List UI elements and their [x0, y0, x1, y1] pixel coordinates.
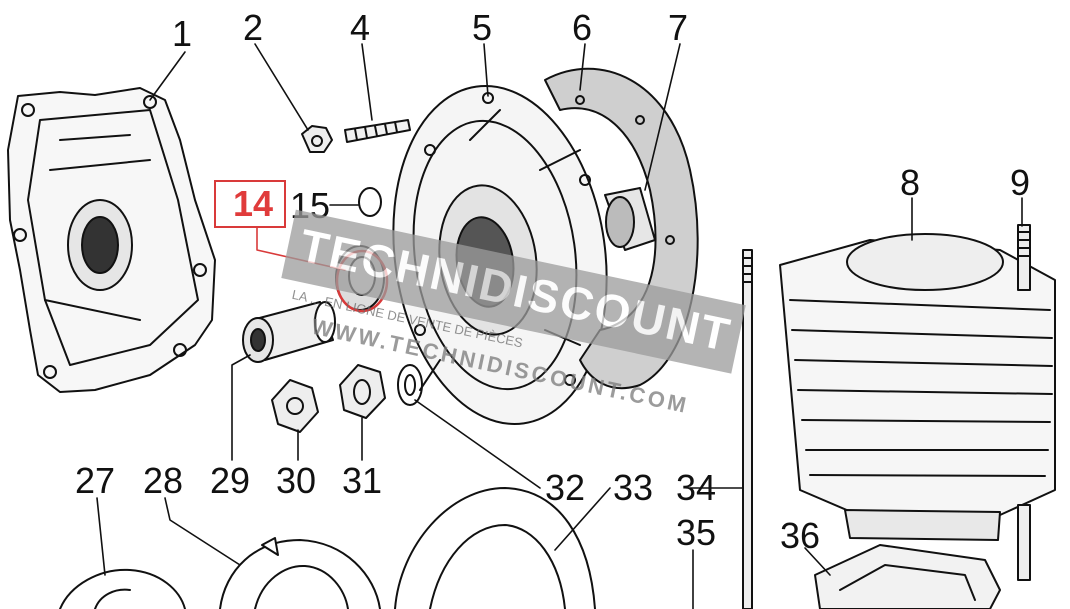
label-33: 33 [613, 467, 654, 508]
label-14-highlighted: 14 [233, 183, 274, 224]
label-32: 32 [545, 467, 586, 508]
part-7-bearing [604, 187, 656, 251]
part-34-long-stud [742, 249, 753, 609]
part-33-housing [394, 487, 596, 609]
label-36: 36 [780, 515, 821, 556]
label-5: 5 [472, 7, 493, 48]
label-9: 9 [1010, 162, 1031, 203]
label-6: 6 [572, 7, 593, 48]
label-2: 2 [243, 7, 264, 48]
label-29: 29 [210, 460, 251, 501]
part-4-stud [344, 119, 411, 143]
label-31: 31 [342, 460, 383, 501]
label-1: 1 [172, 13, 193, 54]
leader-lines [96, 43, 1023, 609]
part-31-hex-nut [339, 364, 386, 419]
part-36-base-gasket [814, 544, 1001, 609]
label-8: 8 [900, 162, 921, 203]
label-7: 7 [668, 7, 689, 48]
label-28: 28 [143, 460, 184, 501]
part-15-o-ring [358, 187, 382, 217]
label-34: 34 [676, 467, 717, 508]
part-32-washer [397, 364, 423, 406]
part-27-casing [59, 568, 186, 609]
highlight-box [214, 180, 286, 228]
label-27: 27 [75, 460, 116, 501]
part-8-cylinder [779, 233, 1056, 541]
part-1-crankcase-cover [7, 87, 216, 393]
part-2-nut [301, 125, 333, 153]
label-4: 4 [350, 7, 371, 48]
part-28-ring [219, 537, 381, 609]
part-30-castle-nut [271, 379, 319, 433]
part-29-spacer [242, 301, 336, 363]
label-35: 35 [676, 512, 717, 553]
part-9-stud [1017, 224, 1031, 581]
label-30: 30 [276, 460, 317, 501]
